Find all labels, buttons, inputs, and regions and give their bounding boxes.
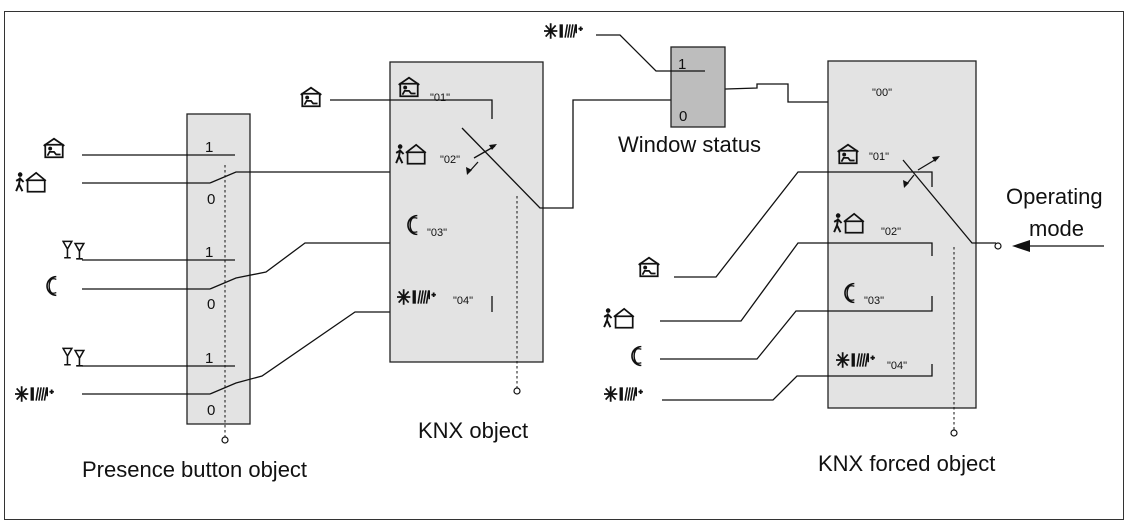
forced-switch-terminal [994,242,1002,250]
night-moon-icon [631,345,643,367]
presence-value-0: 0 [207,402,215,419]
presence-value-1: 1 [205,350,213,367]
arrowhead-icon [466,167,472,175]
operating-mode-label-line1: Operating [1006,184,1103,209]
diagram-frame [4,11,1124,520]
knx-comfort-input-line [330,99,493,119]
presence-button-object-title: Presence button object [82,457,307,482]
knx-forced-object-box [827,60,977,409]
forced-mode-code: "00" [872,87,892,99]
forced-standby-input-line [660,242,933,322]
forced-switch-blade [902,159,996,244]
knx-mode-code: "01" [430,92,450,104]
presence-switch-1 [82,171,433,184]
presence-value-1: 1 [205,244,213,261]
arrowhead-icon [903,180,909,188]
operating-mode-label-line2: mode [1029,216,1084,241]
knx-mode-code: "04" [453,295,473,307]
window-status-value-0: 0 [679,108,687,125]
forced-mode-code: "02" [881,226,901,238]
knx-output-terminal [513,387,521,395]
forced-mode-code: "04" [887,360,907,372]
presence-button-object-box [186,113,251,425]
window-status-input-line [596,34,705,72]
forced-night-input-line [660,296,933,360]
presence-value-0: 0 [207,296,215,313]
window-status-title: Window status [618,132,761,157]
frost-protection-icon [604,385,644,403]
knx-mode-code: "02" [440,154,460,166]
knx-switch-blade [461,83,933,209]
forced-frost-input-line [662,364,933,401]
knx-object-box [389,61,544,363]
window-status-box [670,46,726,128]
frost-protection-icon [15,385,55,403]
knx-mode-code: "03" [427,227,447,239]
forced-mode-code: "03" [864,295,884,307]
presence-switch-2 [82,242,430,290]
knx-forced-object-title: KNX forced object [818,451,995,476]
presence-value-0: 0 [207,191,215,208]
arrowhead-icon [489,144,497,150]
comfort-house-icon [42,137,66,159]
glasses-icon [62,240,85,260]
forced-mode-code: "01" [869,151,889,163]
knx-object-title: KNX object [418,418,528,443]
presence-output-terminal [221,436,229,444]
comfort-house-icon [637,256,661,278]
forced-output-terminal [950,429,958,437]
night-moon-icon [46,275,58,297]
standby-walking-house-icon [603,307,635,329]
frost-protection-icon [544,22,584,40]
arrowhead-icon [932,156,940,162]
window-status-value-1: 1 [678,56,686,73]
comfort-house-icon [299,86,323,108]
forced-comfort-input-line [674,171,933,278]
presence-value-1: 1 [205,139,213,156]
standby-walking-house-icon [15,171,47,193]
glasses-icon [62,347,85,367]
operating-mode-arrowhead-icon [1012,240,1030,252]
